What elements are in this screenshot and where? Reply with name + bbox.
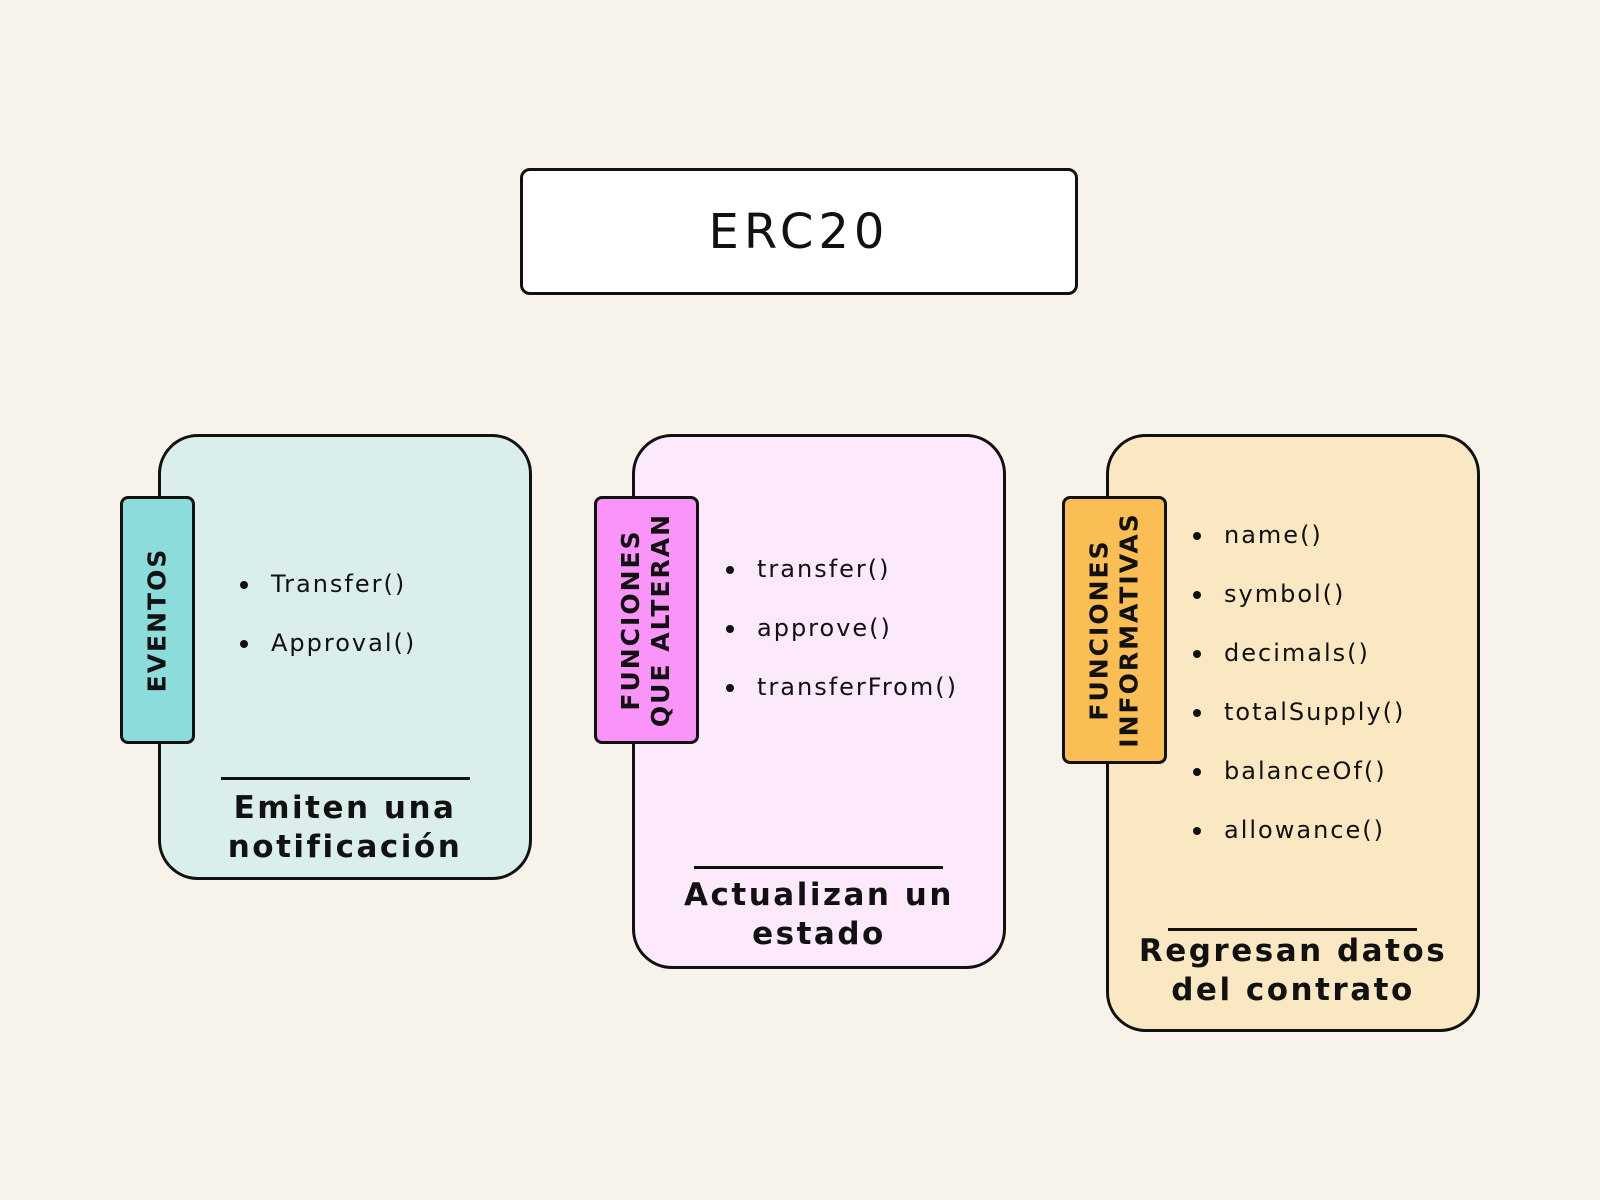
divider (1168, 928, 1417, 931)
altering-functions-tab: FUNCIONES QUE ALTERAN (594, 496, 699, 744)
list-item: transfer() (726, 554, 958, 613)
caption-line: Emiten una (233, 790, 457, 826)
events-list: Transfer() Approval() (240, 569, 416, 687)
list-item: decimals() (1193, 638, 1405, 697)
info-functions-tab-label: FUNCIONES INFORMATIVAS (1085, 512, 1145, 747)
diagram-title: ERC20 (708, 203, 890, 260)
list-item: name() (1193, 520, 1405, 579)
info-functions-caption: Regresan datos del contrato (1108, 932, 1478, 1010)
events-tab: EVENTOS (120, 496, 195, 744)
events-tab-label: EVENTOS (143, 548, 173, 693)
list-item: Transfer() (240, 569, 416, 628)
altering-functions-tab-label: FUNCIONES QUE ALTERAN (617, 513, 677, 727)
tab-line: EVENTOS (142, 547, 172, 693)
list-item: allowance() (1193, 815, 1405, 874)
caption-line: notificación (227, 829, 463, 865)
list-item: symbol() (1193, 579, 1405, 638)
info-functions-card (1106, 434, 1480, 1032)
list-item: balanceOf() (1193, 756, 1405, 815)
info-functions-tab: FUNCIONES INFORMATIVAS (1062, 496, 1167, 764)
caption-line: Actualizan un (684, 877, 954, 913)
tab-line: FUNCIONES (1084, 539, 1114, 721)
list-item: transferFrom() (726, 672, 958, 731)
tab-line: FUNCIONES (616, 529, 646, 711)
divider (694, 866, 943, 869)
info-functions-list: name() symbol() decimals() totalSupply()… (1193, 520, 1405, 874)
tab-line: INFORMATIVAS (1114, 512, 1144, 748)
title-box: ERC20 (520, 168, 1078, 295)
events-caption: Emiten una notificación (160, 789, 530, 867)
list-item: Approval() (240, 628, 416, 687)
altering-functions-list: transfer() approve() transferFrom() (726, 554, 958, 731)
events-card (158, 434, 532, 880)
caption-line: Regresan datos (1138, 933, 1448, 969)
list-item: totalSupply() (1193, 697, 1405, 756)
caption-line: estado (752, 916, 886, 952)
list-item: approve() (726, 613, 958, 672)
divider (221, 777, 470, 780)
altering-functions-caption: Actualizan un estado (634, 876, 1004, 954)
caption-line: del contrato (1171, 972, 1415, 1008)
tab-line: QUE ALTERAN (646, 512, 676, 728)
